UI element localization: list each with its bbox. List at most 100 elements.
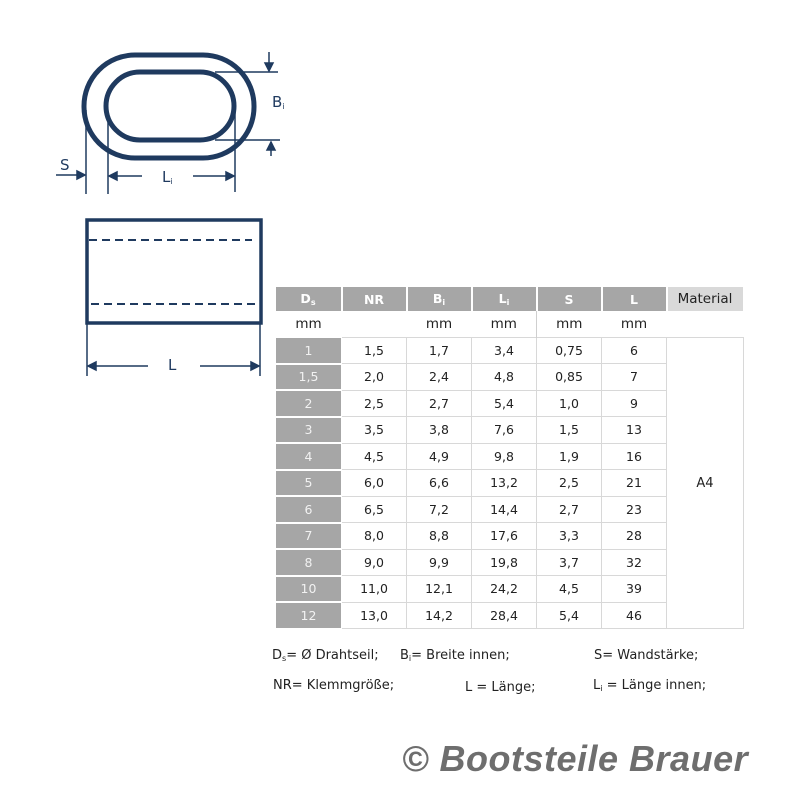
cell-s: 2,7 <box>536 495 602 523</box>
header-bi: Bi <box>406 287 473 311</box>
cell-li: 3,4 <box>471 337 537 364</box>
unit-l: mm <box>620 316 648 332</box>
cell-ds: 6 <box>275 495 342 524</box>
table-header-row: Ds NR Bi Li S L Material <box>275 287 745 311</box>
cell-li: 19,8 <box>471 548 537 576</box>
top-view-oval <box>81 52 257 161</box>
legend-li: Li = Länge innen; <box>593 678 707 693</box>
table-row: 1,5 2,0 2,4 4,8 0,85 7 <box>275 363 744 391</box>
header-ds: Ds <box>275 287 343 311</box>
unit-s: mm <box>556 316 583 332</box>
cell-s: 5,4 <box>536 601 602 629</box>
cell-l: 7 <box>601 363 667 391</box>
table-row: 5 6,0 6,6 13,2 2,5 21 <box>275 469 744 497</box>
cell-ds: 3 <box>275 416 342 444</box>
cell-bi: 6,6 <box>406 469 472 497</box>
cell-nr: 1,5 <box>341 337 407 364</box>
cell-bi: 1,7 <box>406 337 472 364</box>
side-view-dimension-lines <box>86 323 261 376</box>
label-inner-length-symbol: L <box>162 168 171 186</box>
label-inner-width-sub: i <box>282 102 285 111</box>
table-row: 10 11,0 12,1 24,2 4,5 39 <box>275 575 744 603</box>
legend-s: S= Wandstärke; <box>594 648 699 663</box>
cell-li: 7,6 <box>471 416 537 444</box>
legend-bi: Bi= Breite innen; <box>400 648 510 663</box>
cell-ds: 7 <box>275 522 342 550</box>
cell-bi: 12,1 <box>406 575 472 603</box>
cell-nr: 9,0 <box>341 548 407 576</box>
cell-s: 0,75 <box>536 337 602 364</box>
cell-nr: 11,0 <box>341 575 407 603</box>
cell-l: 32 <box>601 548 667 576</box>
cell-nr: 6,0 <box>341 469 407 497</box>
cell-ds: 1 <box>275 337 342 365</box>
header-l: L <box>601 287 668 311</box>
unit-bi: mm <box>425 316 453 332</box>
legend-ds: Ds= Ø Drahtseil; <box>272 648 379 663</box>
legend-nr: NR= Klemmgröße; <box>273 678 395 693</box>
cell-li: 14,4 <box>471 495 537 523</box>
cell-nr: 8,0 <box>341 522 407 550</box>
cell-l: 39 <box>601 575 667 603</box>
cell-l: 28 <box>601 522 667 550</box>
cell-l: 6 <box>601 337 667 364</box>
cell-nr: 4,5 <box>341 442 407 470</box>
cell-s: 0,85 <box>536 363 602 391</box>
cell-nr: 3,5 <box>341 416 407 444</box>
cell-s: 2,5 <box>536 469 602 497</box>
table-row: 4 4,5 4,9 9,8 1,9 16 <box>275 442 744 471</box>
cell-ds: 1,5 <box>275 363 342 391</box>
cell-bi: 4,9 <box>406 442 472 470</box>
label-inner-width-symbol: B <box>272 93 283 111</box>
cell-material: A4 <box>666 337 744 629</box>
cell-ds: 8 <box>275 548 342 577</box>
cell-ds: 4 <box>275 442 342 471</box>
cell-bi: 9,9 <box>406 548 472 576</box>
table-row: 6 6,5 7,2 14,4 2,7 23 <box>275 495 744 524</box>
header-li: Li <box>471 287 538 311</box>
cell-l: 9 <box>601 389 667 417</box>
cell-l: 13 <box>601 416 667 444</box>
table-row: 1 1,5 1,7 3,4 0,75 6 A4 <box>275 337 744 629</box>
table-row: 2 2,5 2,7 5,4 1,0 9 <box>275 389 744 418</box>
cell-li: 28,4 <box>471 601 537 629</box>
header-s: S <box>536 287 603 311</box>
cell-nr: 6,5 <box>341 495 407 523</box>
cell-ds: 2 <box>275 389 342 418</box>
cell-ds: 10 <box>275 575 342 603</box>
cell-bi: 2,7 <box>406 389 472 417</box>
cell-l: 46 <box>601 601 667 629</box>
side-view-sleeve <box>85 218 263 325</box>
table-row: 7 8,0 8,8 17,6 3,3 28 <box>275 522 744 550</box>
cell-li: 17,6 <box>471 522 537 550</box>
cell-l: 23 <box>601 495 667 523</box>
cell-nr: 13,0 <box>341 601 407 629</box>
cell-bi: 14,2 <box>406 601 472 629</box>
cell-s: 4,5 <box>536 575 602 603</box>
cell-li: 9,8 <box>471 442 537 470</box>
cell-ds: 12 <box>275 601 342 630</box>
unit-nr <box>342 311 407 338</box>
cell-l: 21 <box>601 469 667 497</box>
unit-material <box>667 311 744 338</box>
cell-nr: 2,0 <box>341 363 407 391</box>
spec-table: Ds NR Bi Li S L Material mm mm mm mm mm … <box>275 287 745 630</box>
table-row: 12 13,0 14,2 28,4 5,4 46 <box>275 601 744 630</box>
cell-bi: 2,4 <box>406 363 472 391</box>
cell-li: 13,2 <box>471 469 537 497</box>
label-wall-thickness: S <box>60 156 70 174</box>
cell-ds: 5 <box>275 469 342 497</box>
cell-s: 1,0 <box>536 389 602 417</box>
label-inner-width: Bi <box>272 93 285 111</box>
header-nr: NR <box>341 287 408 311</box>
legend-l: L = Länge; <box>465 680 536 695</box>
table-row: 3 3,5 3,8 7,6 1,5 13 <box>275 416 744 444</box>
cell-s: 1,9 <box>536 442 602 470</box>
cell-l: 16 <box>601 442 667 470</box>
cell-nr: 2,5 <box>341 389 407 417</box>
unit-ds: mm <box>295 316 322 332</box>
top-view-dimension-lines <box>56 52 280 194</box>
cell-bi: 3,8 <box>406 416 472 444</box>
ferrule-technical-drawing <box>56 52 280 376</box>
cell-li: 5,4 <box>471 389 537 417</box>
